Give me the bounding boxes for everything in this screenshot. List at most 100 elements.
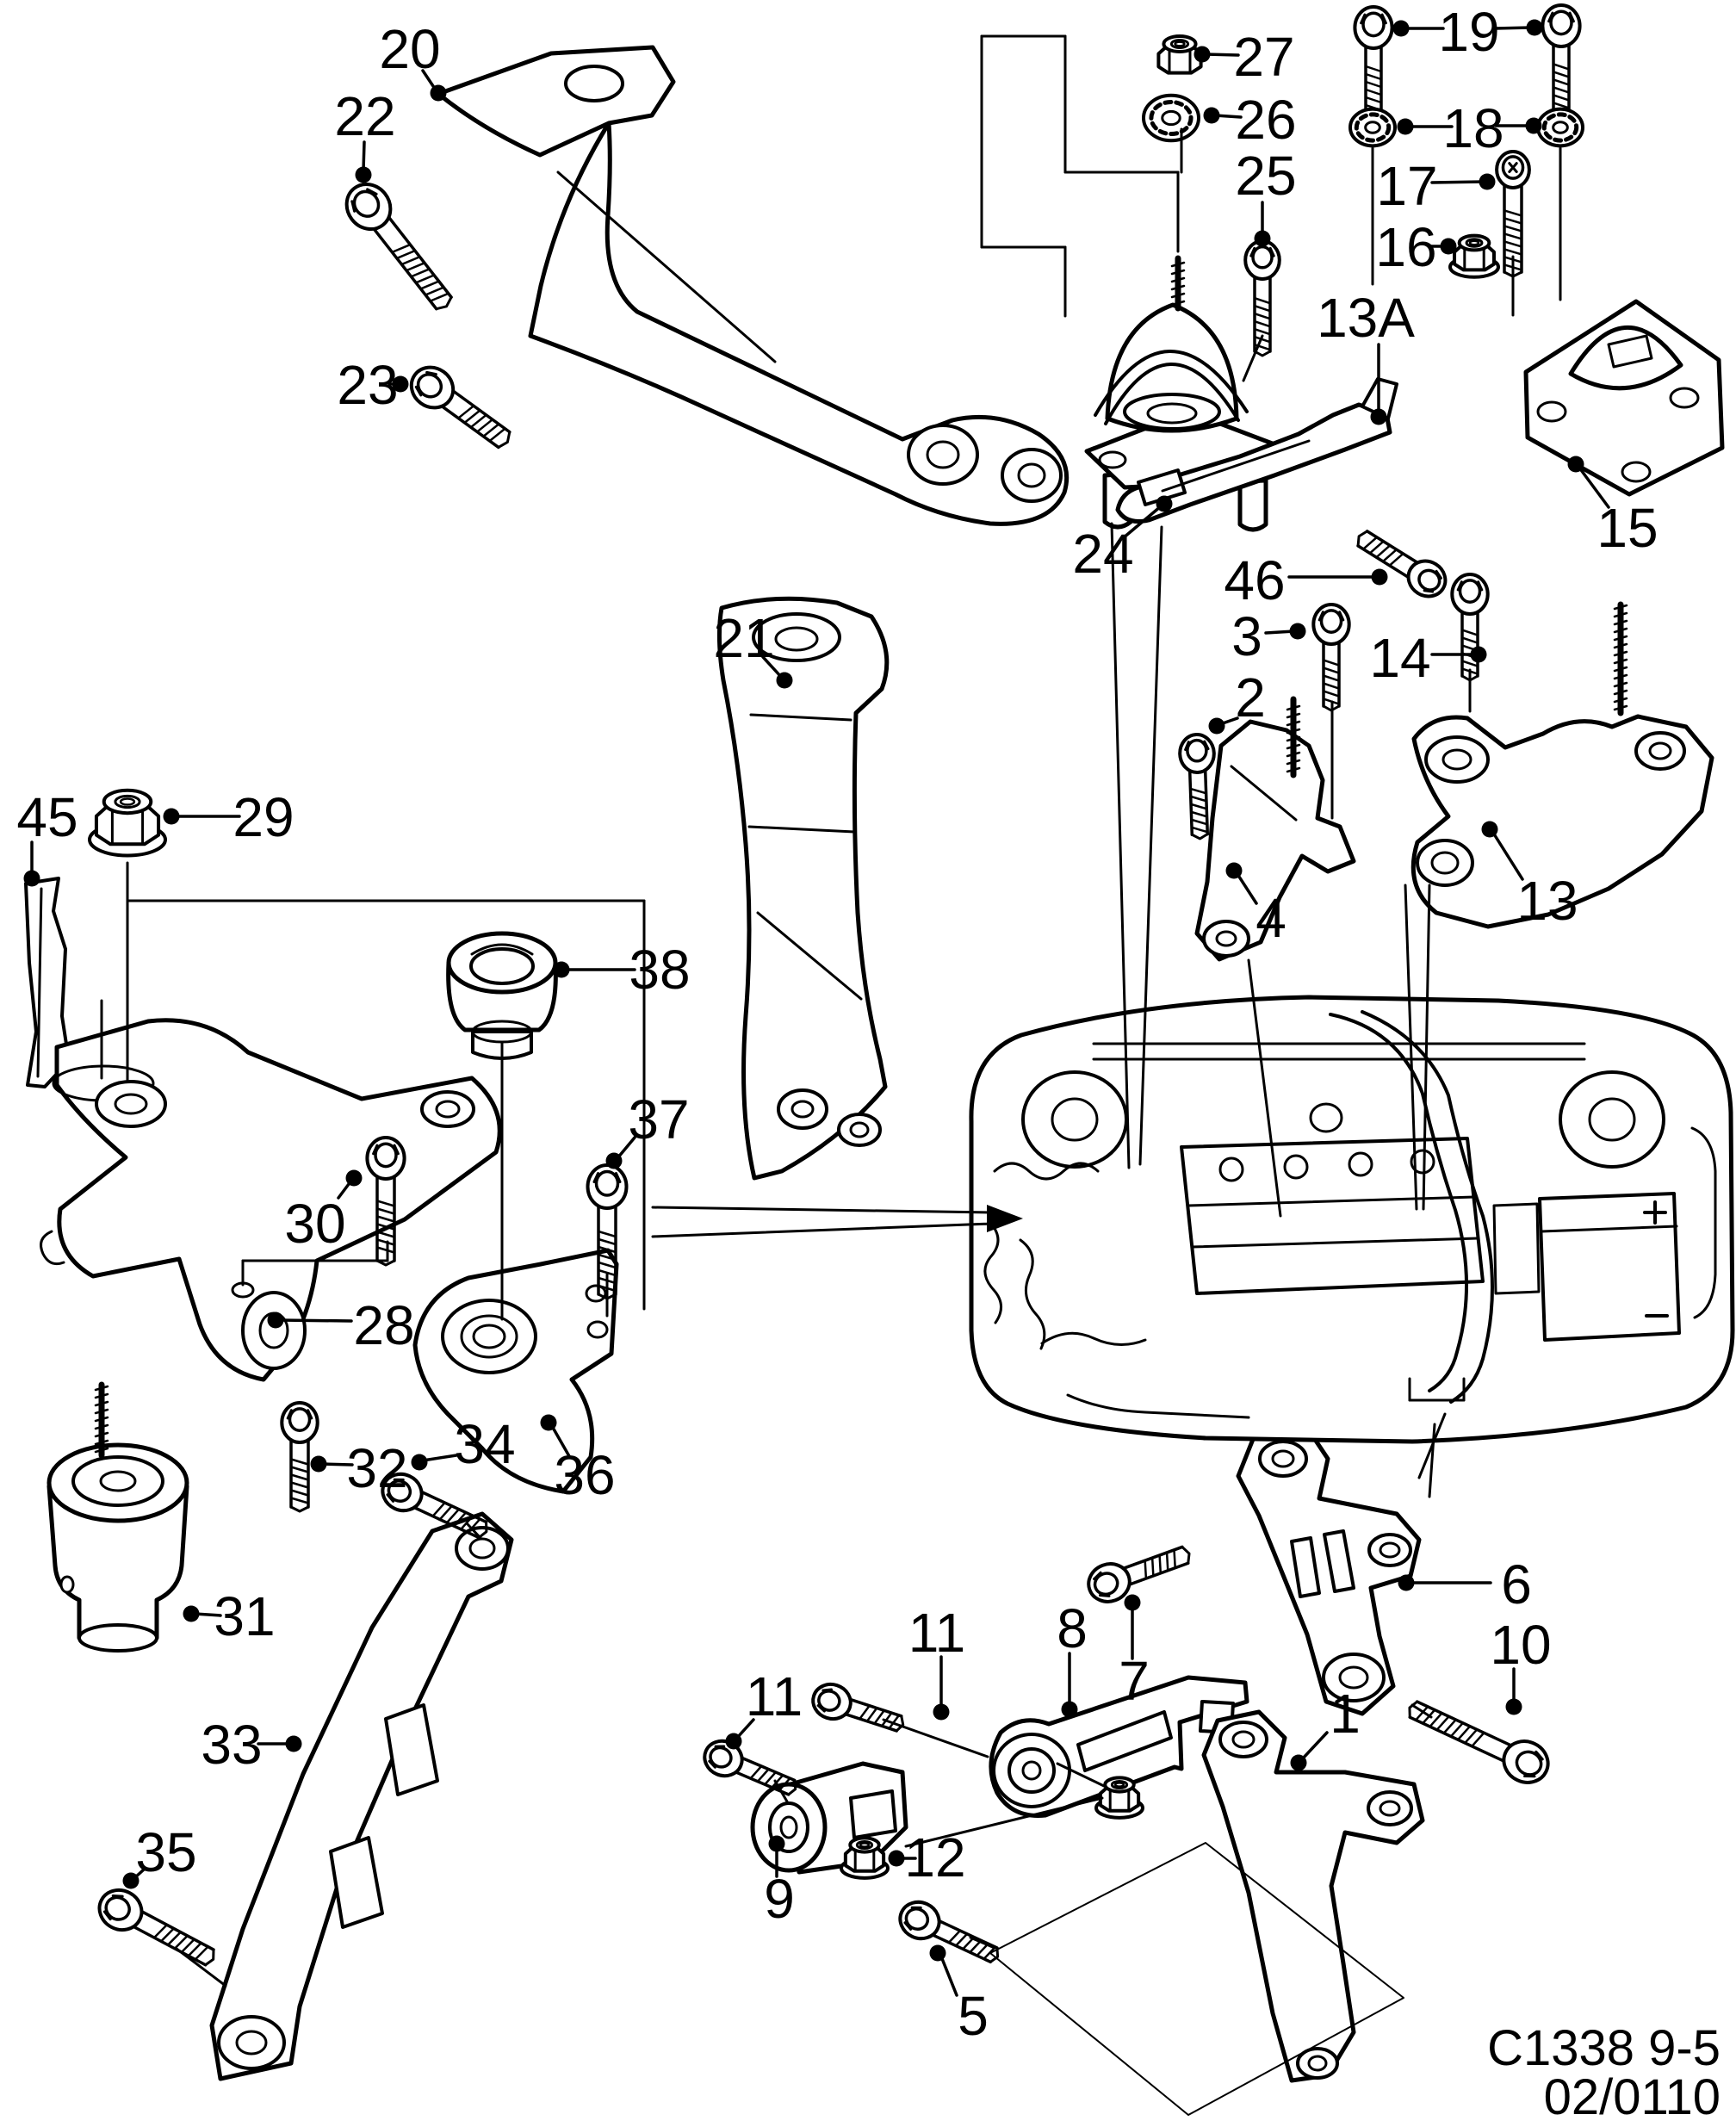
part-detail bbox=[1218, 1157, 1244, 1182]
part-detail bbox=[1190, 1237, 1479, 1249]
strap-13a-clamp bbox=[1137, 468, 1187, 506]
bracket-1 bbox=[1201, 1709, 1425, 2083]
part-detail bbox=[1348, 1151, 1373, 1177]
bracket-33-s1 bbox=[384, 1703, 439, 1796]
callout-number-26: 26 bbox=[1235, 89, 1296, 151]
mount-24-leg2 bbox=[1237, 474, 1268, 532]
bushing-38-fl bbox=[471, 1020, 533, 1044]
part-detail bbox=[1283, 1154, 1309, 1180]
bracket-13-e1 bbox=[1416, 839, 1474, 887]
callout-13: 13 bbox=[1481, 821, 1578, 932]
bolt-46 bbox=[1356, 530, 1448, 598]
part-detail bbox=[1538, 1192, 1681, 1342]
callout-dot bbox=[1397, 118, 1414, 135]
callout-dot bbox=[888, 1850, 905, 1867]
callout-dot bbox=[345, 1169, 363, 1187]
bracket-33-tube bbox=[217, 2015, 286, 2070]
leader-rail bbox=[175, 1947, 227, 1987]
part-detail bbox=[1643, 1200, 1667, 1225]
callout-45: 45 bbox=[16, 786, 78, 887]
bolt-3 bbox=[1311, 603, 1351, 712]
callout-number-19: 19 bbox=[1438, 1, 1499, 63]
callout-28: 28 bbox=[267, 1294, 415, 1356]
callout-dot bbox=[605, 1152, 623, 1169]
callout-dot bbox=[1124, 1594, 1141, 1611]
callout-dot bbox=[411, 1454, 428, 1471]
bracket-33-s2 bbox=[329, 1836, 384, 1929]
callout-leader bbox=[1300, 1731, 1329, 1761]
callout-9: 9 bbox=[764, 1835, 795, 1930]
parts-layer bbox=[24, 3, 1735, 2083]
callout-dot bbox=[725, 1733, 742, 1750]
bushing-8i bbox=[1021, 1760, 1042, 1781]
callout-dot bbox=[540, 1414, 557, 1431]
bracket-28-e1 bbox=[95, 1080, 167, 1128]
callout-dot bbox=[23, 870, 40, 887]
callout-dot bbox=[1290, 1754, 1307, 1771]
callout-number-24: 24 bbox=[1072, 523, 1133, 585]
callout-number-11: 11 bbox=[746, 1665, 803, 1727]
callout-2: 2 bbox=[1208, 667, 1266, 735]
callout-number-37: 37 bbox=[628, 1088, 689, 1150]
callout-18: 18 bbox=[1397, 97, 1542, 159]
bracket-13-e3 bbox=[1424, 735, 1490, 784]
pointer-arrowhead bbox=[987, 1205, 1023, 1232]
bracket-33-eyei bbox=[468, 1537, 496, 1560]
callout-leader bbox=[1264, 629, 1296, 635]
bushing-38-swirl bbox=[469, 947, 535, 985]
bolt-19-left bbox=[1353, 5, 1394, 123]
part-detail bbox=[1051, 1097, 1099, 1142]
bracket-21-b2 bbox=[837, 1113, 882, 1147]
callout-number-36: 36 bbox=[554, 1444, 615, 1506]
callout-17: 17 bbox=[1376, 155, 1496, 217]
callout-15: 15 bbox=[1567, 456, 1658, 559]
callout-dot bbox=[768, 1835, 785, 1852]
bushing-8 bbox=[1008, 1747, 1056, 1794]
callout-dot bbox=[1440, 238, 1457, 255]
callout-number-20: 20 bbox=[379, 18, 440, 80]
callout-dot bbox=[183, 1605, 200, 1622]
callout-dot bbox=[1370, 408, 1387, 425]
callout-number-32: 32 bbox=[346, 1437, 407, 1499]
callout-leader bbox=[761, 655, 784, 679]
callout-leader bbox=[320, 1462, 354, 1467]
bracket-28-boss bbox=[241, 1291, 307, 1370]
figure-revision: 02/0110 bbox=[1544, 2069, 1720, 2125]
callout-dot bbox=[1371, 568, 1388, 586]
bracket-21-eye bbox=[752, 612, 841, 662]
bracket-20-bush2 bbox=[1001, 448, 1063, 503]
callout-34: 34 bbox=[411, 1413, 516, 1475]
callout-number-28: 28 bbox=[353, 1294, 414, 1356]
stud-bracket-4 bbox=[1286, 696, 1301, 778]
nut-29 bbox=[88, 788, 167, 858]
part-detail bbox=[993, 1162, 1100, 1181]
bracket-33-tubei bbox=[235, 2030, 268, 2056]
mount-24-ringi bbox=[1146, 402, 1198, 425]
part-detail bbox=[1021, 1070, 1128, 1169]
bracket-1-e1 bbox=[1218, 1721, 1268, 1758]
callout-33: 33 bbox=[201, 1714, 302, 1776]
mount-24-dome bbox=[1105, 302, 1239, 433]
strap-13a-line bbox=[1161, 439, 1311, 493]
nut-16 bbox=[1448, 233, 1500, 279]
part-detail bbox=[1559, 1070, 1665, 1169]
leader-rail bbox=[466, 1522, 482, 1540]
callout-number-27: 27 bbox=[1233, 26, 1294, 88]
callout-dot bbox=[310, 1455, 327, 1473]
bolt-7 bbox=[1087, 1545, 1191, 1603]
callout-27: 27 bbox=[1194, 26, 1295, 88]
callout-19: 19 bbox=[1392, 1, 1543, 63]
callout-29: 29 bbox=[163, 786, 294, 848]
callout-dot bbox=[267, 1312, 284, 1329]
callout-dot bbox=[1156, 495, 1173, 512]
bracket-4-rib bbox=[1230, 765, 1298, 822]
bracket-13 bbox=[1410, 714, 1714, 929]
callout-number-33: 33 bbox=[201, 1714, 262, 1776]
mount-24-ring bbox=[1123, 393, 1221, 431]
callout-dot bbox=[1470, 646, 1487, 663]
callout-leader bbox=[735, 1718, 755, 1739]
leader-rail bbox=[969, 1936, 996, 1950]
bracket-36-boss3 bbox=[472, 1324, 506, 1349]
nut-12-upper bbox=[1094, 1776, 1144, 1820]
callout-dot bbox=[553, 961, 570, 978]
